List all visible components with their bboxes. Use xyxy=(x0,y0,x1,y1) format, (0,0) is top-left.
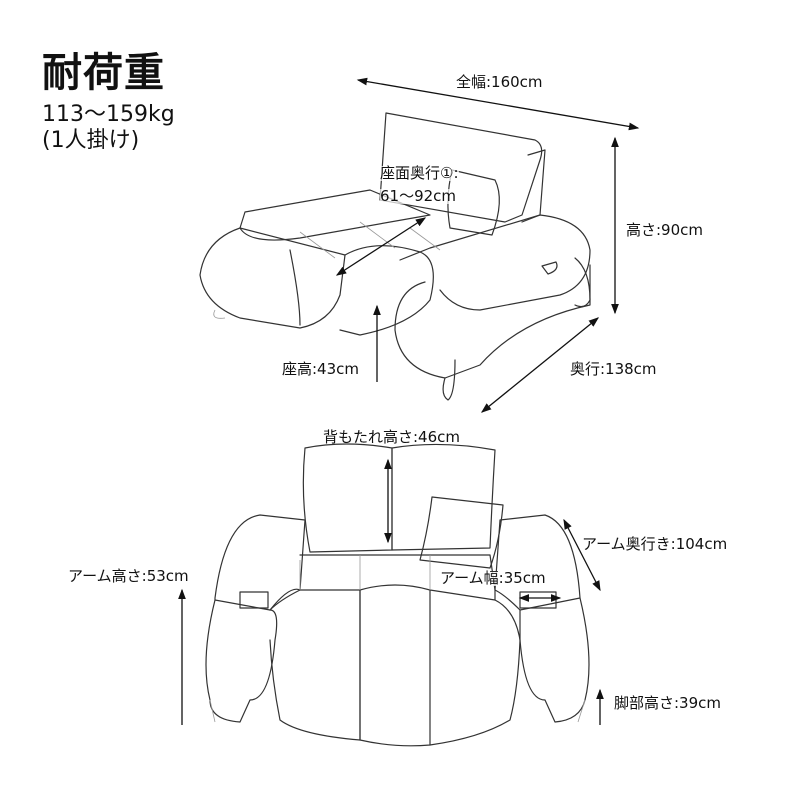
weight-range: 113〜159kg xyxy=(42,102,175,127)
seating-note: (1人掛け) xyxy=(42,128,140,153)
load-capacity-title: 耐荷重 xyxy=(42,50,165,96)
leg-height-label: 脚部高さ:39cm xyxy=(614,694,721,712)
sofa-perspective-view xyxy=(199,77,640,413)
arm-depth-label: アーム奥行き:104cm xyxy=(582,535,728,553)
load-capacity-info: 113〜159kg (1人掛け) xyxy=(42,102,175,154)
seat-depth-value: 61〜92cm xyxy=(380,187,457,205)
arm-width-label: アーム幅:35cm xyxy=(440,569,546,587)
height-label: 高さ:90cm xyxy=(626,221,703,239)
depth-label: 奥行:138cm xyxy=(570,360,657,378)
sofa-front-view xyxy=(178,443,604,747)
full-width-label: 全幅:160cm xyxy=(456,73,543,91)
seat-depth-label: 座面奥行①: xyxy=(380,164,459,182)
back-height-label: 背もたれ高さ:46cm xyxy=(323,428,461,446)
arm-height-label: アーム高さ:53cm xyxy=(68,567,189,585)
seat-height-label: 座高:43cm xyxy=(282,360,359,378)
